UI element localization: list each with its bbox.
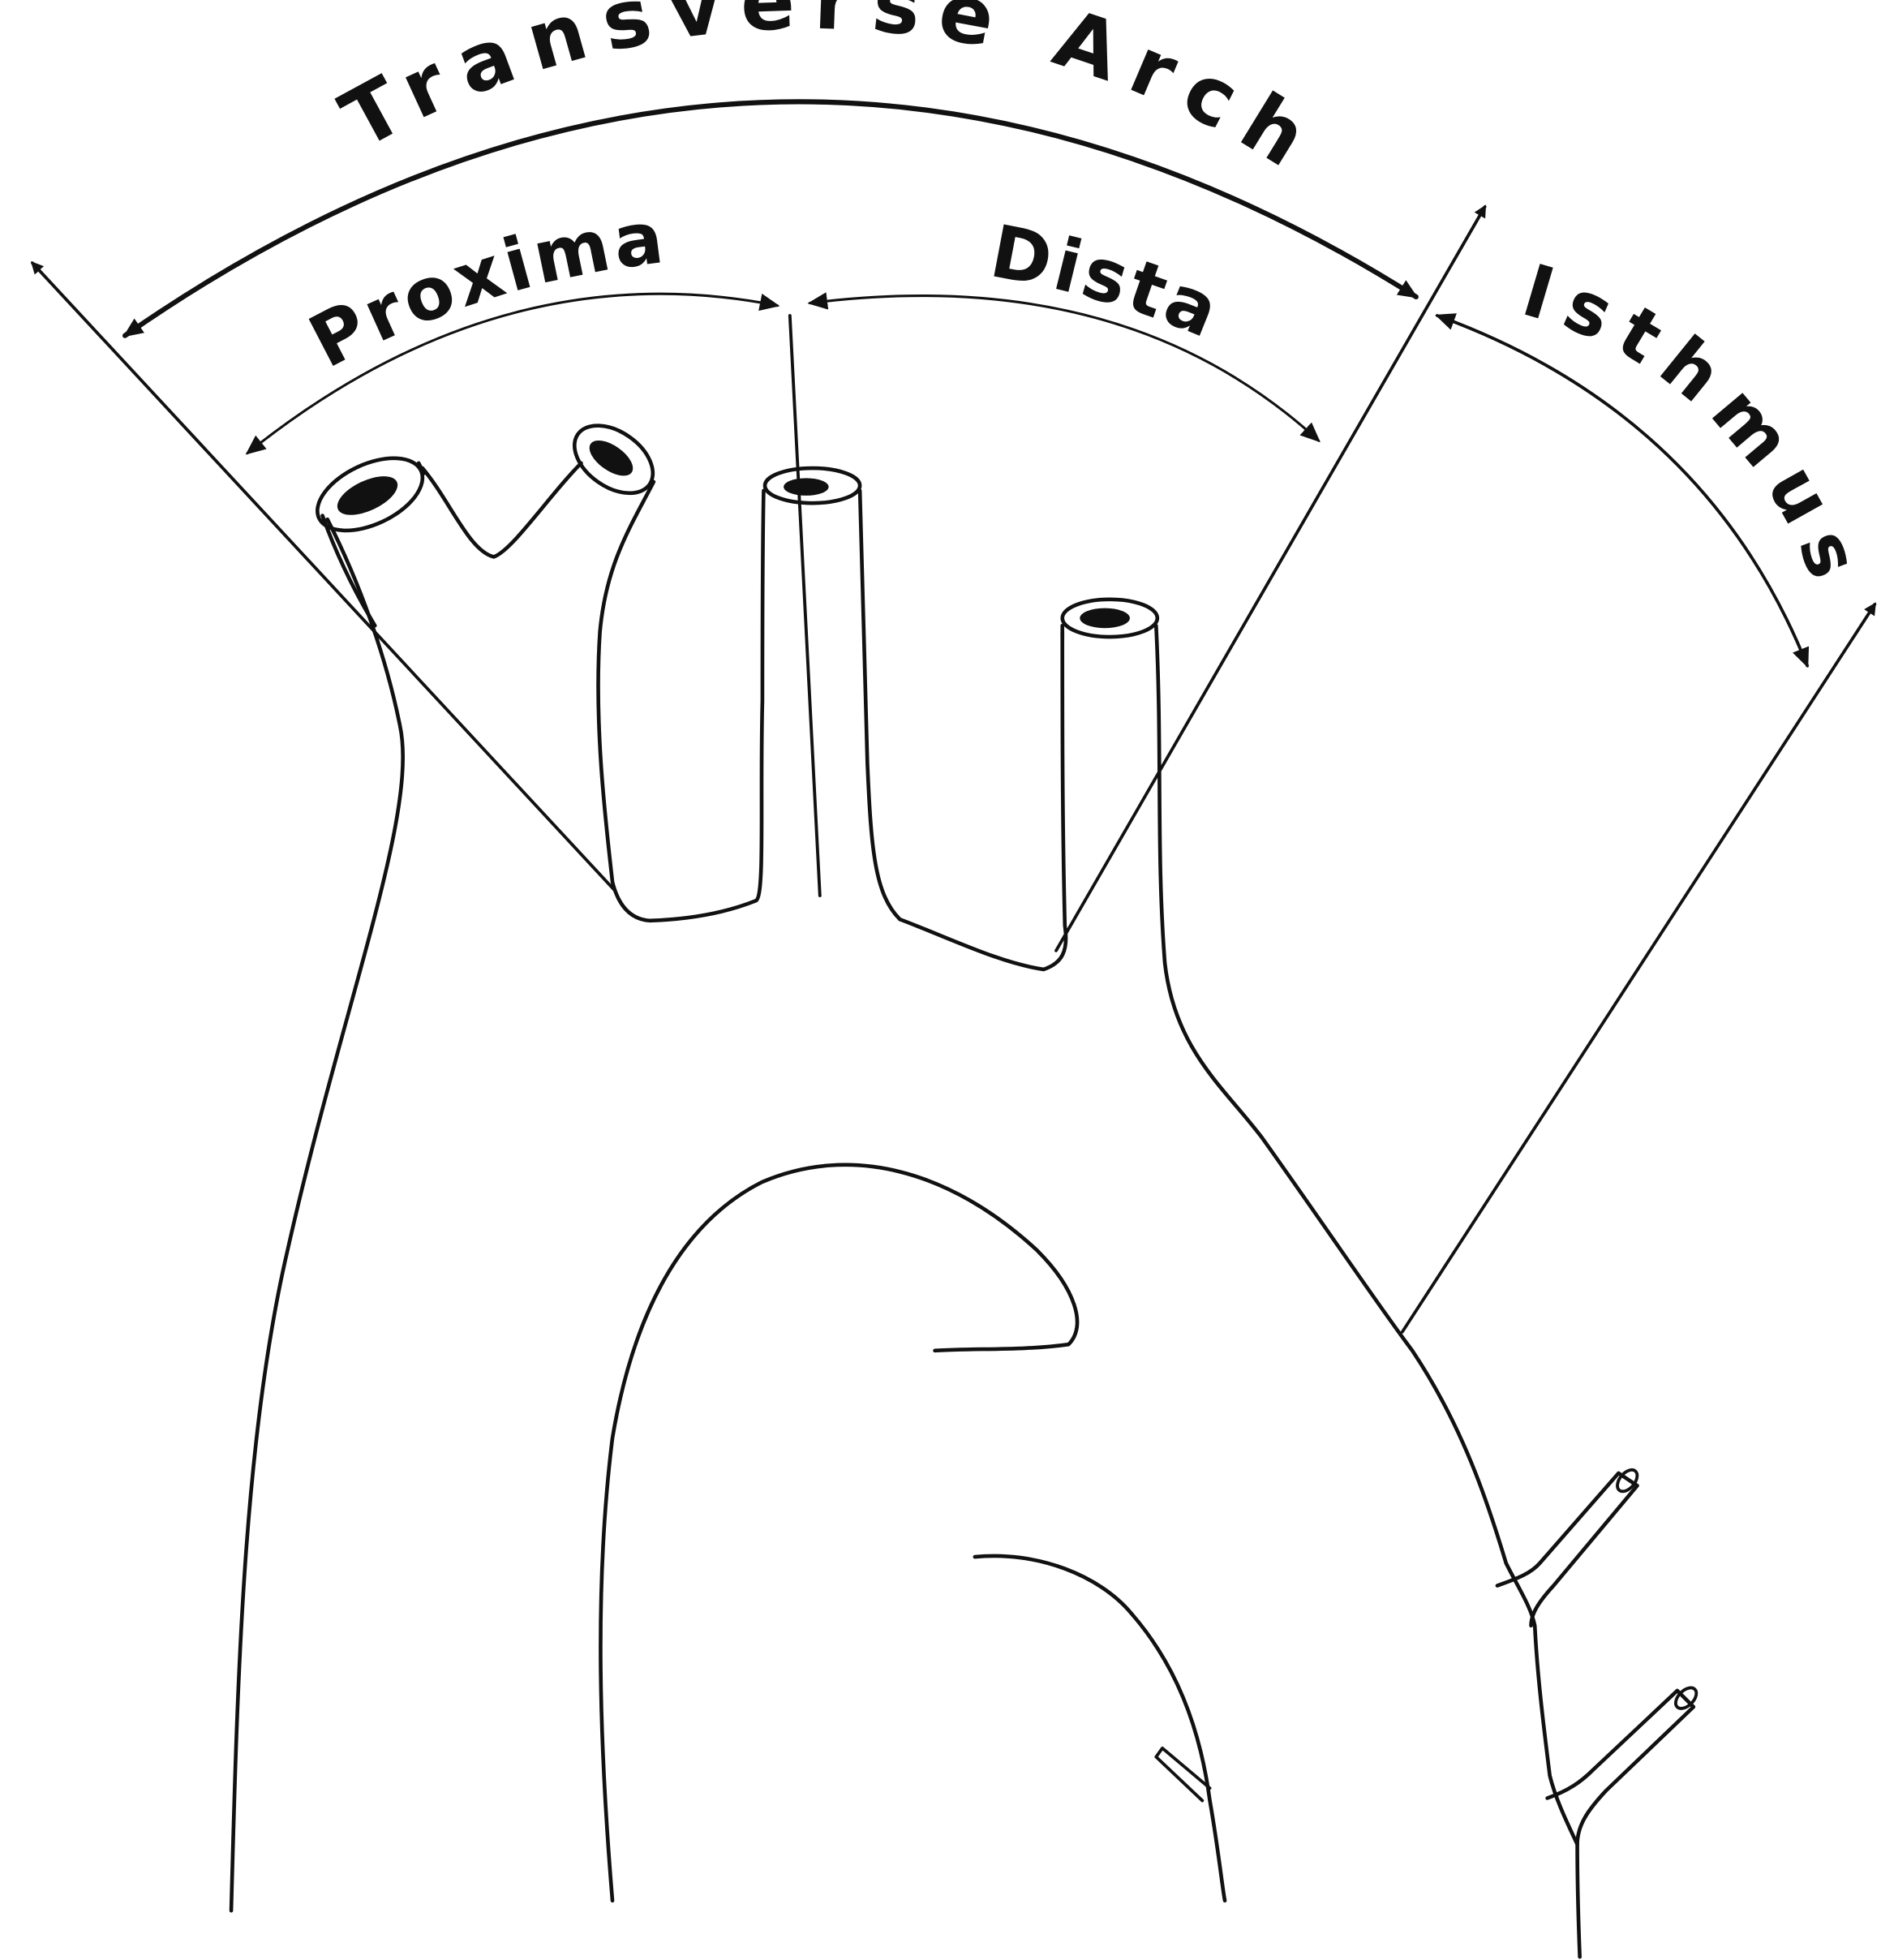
midline-boundary-line	[790, 316, 820, 896]
brachiocephalic-trunk	[423, 463, 582, 557]
inner-curvature	[600, 1165, 1077, 1901]
intercostal-branches	[1497, 1466, 1700, 1844]
isthmus-boundary-line	[1402, 604, 1875, 1332]
transverse-arch-label: Transverse Arch	[327, 0, 1338, 194]
ascending-aorta-left-wall	[231, 519, 403, 1911]
vessel-openings	[307, 412, 1157, 639]
pulmonary-edge	[975, 1556, 1225, 1901]
intercostal-branch-upper	[1497, 1473, 1638, 1626]
isthmus-label: Isthmus	[1514, 249, 1881, 604]
left-carotid-lumen	[784, 478, 828, 496]
left-subclavian-lumen	[1080, 608, 1130, 629]
aorta-outline	[231, 463, 1580, 1957]
left-common-carotid-wall	[860, 491, 1066, 969]
brachiocephalic-trunk-right-wall	[599, 482, 764, 921]
dimension-arcs	[125, 101, 1807, 665]
intercostal-branch-lower	[1548, 1691, 1694, 1845]
distal-arrow	[810, 296, 1318, 441]
descending-aorta-outer-wall	[1156, 625, 1579, 1957]
